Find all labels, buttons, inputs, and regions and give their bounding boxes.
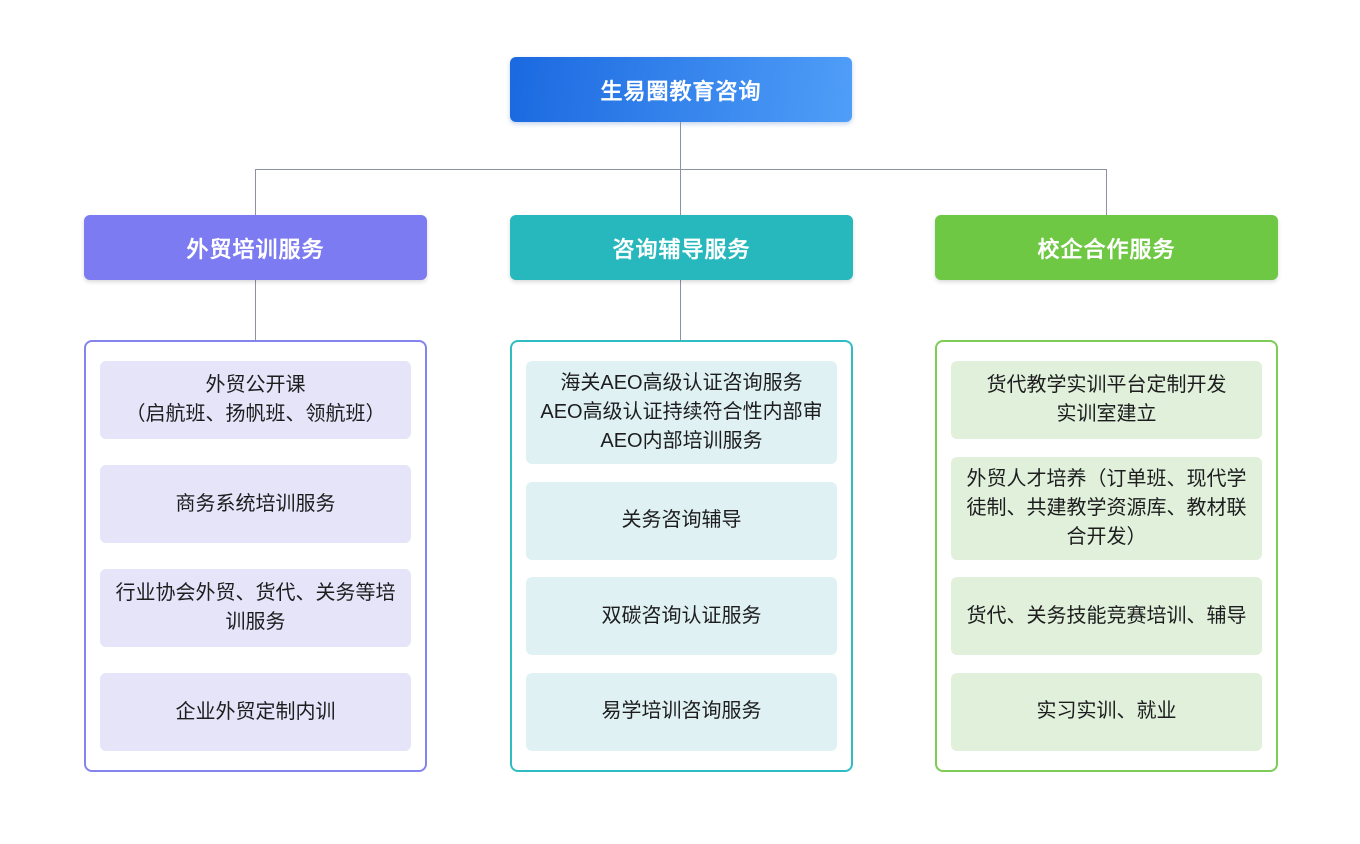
branch-header-label: 咨询辅导服务 (612, 236, 751, 262)
branch-foreign-trade-training: 外贸培训服务 外贸公开课 （启航班、扬帆班、领航班） 商务系统培训服务 行业协会… (84, 215, 427, 772)
branch-consulting-coaching: 咨询辅导服务 海关AEO高级认证咨询服务 AEO高级认证持续符合性内部审 AEO… (510, 215, 853, 772)
connector-branch-drop-1 (255, 169, 256, 215)
connector-root-stem (680, 122, 681, 169)
branch-header: 校企合作服务 (935, 215, 1278, 280)
branch-item: 行业协会外贸、货代、关务等培训服务 (100, 569, 411, 647)
connector-branch-drop-2 (680, 169, 681, 215)
branch-item: 外贸人才培养（订单班、现代学徒制、共建教学资源库、教材联合开发） (951, 456, 1262, 560)
root-node-label: 生易圈教育咨询 (600, 78, 762, 104)
branch-item: 关务咨询辅导 (526, 481, 837, 560)
branch-header: 咨询辅导服务 (510, 215, 853, 280)
connector-horizontal-bus (255, 169, 1107, 170)
branch-item: 海关AEO高级认证咨询服务 AEO高级认证持续符合性内部审 AEO内部培训服务 (526, 361, 837, 464)
branch-item: 企业外贸定制内训 (100, 673, 411, 751)
branch-item: 货代、关务技能竞赛培训、辅导 (951, 577, 1262, 656)
branch-item: 外贸公开课 （启航班、扬帆班、领航班） (100, 361, 411, 439)
branch-school-enterprise: 校企合作服务 货代教学实训平台定制开发 实训室建立 外贸人才培养（订单班、现代学… (935, 215, 1278, 772)
branch-item: 货代教学实训平台定制开发 实训室建立 (951, 361, 1262, 439)
root-node: 生易圈教育咨询 (510, 57, 852, 122)
connector-branch-drop-3 (1106, 169, 1107, 215)
branch-header: 外贸培训服务 (84, 215, 427, 280)
branch-item: 易学培训咨询服务 (526, 672, 837, 751)
connector-header-to-box-2 (680, 280, 681, 340)
branch-items-container: 货代教学实训平台定制开发 实训室建立 外贸人才培养（订单班、现代学徒制、共建教学… (935, 340, 1278, 772)
branch-item: 实习实训、就业 (951, 672, 1262, 751)
connector-header-to-box-1 (255, 280, 256, 340)
branch-items-container: 外贸公开课 （启航班、扬帆班、领航班） 商务系统培训服务 行业协会外贸、货代、关… (84, 340, 427, 772)
branch-header-label: 外贸培训服务 (186, 236, 325, 262)
branch-header-label: 校企合作服务 (1037, 236, 1176, 262)
branch-item: 商务系统培训服务 (100, 465, 411, 543)
branch-item: 双碳咨询认证服务 (526, 577, 837, 656)
branch-items-container: 海关AEO高级认证咨询服务 AEO高级认证持续符合性内部审 AEO内部培训服务 … (510, 340, 853, 772)
